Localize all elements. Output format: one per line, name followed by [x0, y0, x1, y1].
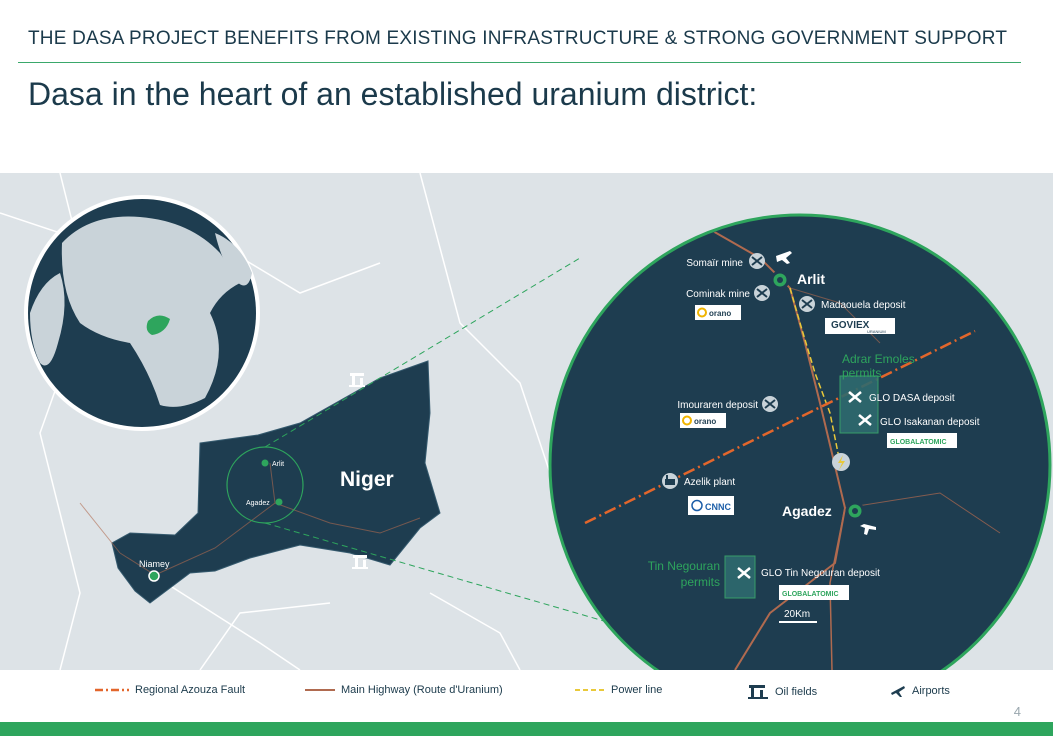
mine-icon-isakanan [858, 414, 872, 426]
legend: Regional Azouza Fault Main Highway (Rout… [0, 670, 1053, 720]
label-glo-tin: GLO Tin Negouran deposit [761, 568, 880, 579]
legend-airports-label: Airports [912, 685, 950, 697]
legend-fault: Regional Azouza Fault [95, 684, 245, 696]
airplane-icon [891, 686, 905, 697]
mine-icon-somair [749, 253, 765, 269]
agadez-city-dot-core [852, 508, 858, 514]
airport-icon-arlit [776, 251, 792, 264]
agadez-dot [275, 498, 283, 506]
label-imouraren: Imouraren deposit [677, 400, 758, 411]
label-agadez: Agadez [782, 503, 832, 519]
oil-field-icon [349, 373, 365, 387]
legend-oilfields: Oil fields [747, 684, 817, 700]
goviex-logo: GOVIEX URANIUM [825, 318, 895, 334]
label-arlit: Arlit [797, 271, 825, 287]
cnnc-logo: CNNC [688, 496, 734, 515]
legend-powerline-label: Power line [611, 684, 663, 696]
connector-top [264, 257, 581, 448]
mine-icon-madaouela [799, 296, 815, 312]
label-adrar-line1: Adrar Emoles [842, 352, 915, 366]
legend-highway: Main Highway (Route d'Uranium) [305, 684, 503, 696]
header-banner: THE DASA PROJECT BENEFITS FROM EXISTING … [28, 28, 1008, 49]
label-adrar-line2: permits [842, 366, 881, 380]
globalatomic-logo-1-text: GLOBALATOMIC [890, 439, 947, 446]
mine-icon-imouraren [762, 396, 778, 412]
label-madaouela: Madaouela deposit [821, 300, 906, 311]
globalatomic-logo-1: GLOBALATOMIC [887, 433, 957, 448]
globe-inset [24, 195, 260, 431]
legend-airports: Airports [890, 684, 950, 698]
label-azelik: Azelik plant [684, 477, 735, 488]
power-icon [832, 453, 850, 471]
niger-country-label: Niger [340, 468, 394, 491]
label-tin-line2: permits [681, 575, 720, 589]
legend-highway-label: Main Highway (Route d'Uranium) [341, 684, 503, 696]
goviex-logo-text: GOVIEX [831, 320, 870, 331]
niger-label-arlit: Arlit [272, 461, 284, 468]
label-somair: Somaïr mine [686, 258, 743, 269]
globalatomic-logo-2: GLOBALATOMIC [779, 585, 849, 600]
label-glo-isakanan: GLO Isakanan deposit [880, 417, 980, 428]
mine-icon-cominak [754, 285, 770, 301]
page-title: Dasa in the heart of an established uran… [28, 76, 758, 112]
oil-field-legend-icon [748, 685, 768, 699]
arlit-city-dot-core [777, 277, 783, 283]
oil-field-icon-2 [352, 555, 368, 569]
legend-powerline: Power line [575, 684, 662, 696]
niamey-dot [148, 570, 160, 582]
orano-logo-2: orano [680, 413, 726, 428]
mine-icon-dasa [848, 391, 862, 403]
highway-line-swatch [305, 689, 335, 691]
globalatomic-logo-2-text: GLOBALATOMIC [782, 591, 839, 598]
legend-fault-label: Regional Azouza Fault [135, 684, 246, 696]
orano-logo-1-text: orano [709, 309, 731, 318]
label-glo-dasa: GLO DASA deposit [869, 393, 955, 404]
airport-icon-agadez [860, 524, 876, 535]
scale-bar: 20Km [779, 609, 817, 623]
label-tin-line1: Tin Negouran [648, 559, 720, 573]
niger-roads [79, 462, 421, 576]
arlit-dot [261, 459, 269, 467]
niger-label-niamey: Niamey [139, 559, 170, 569]
mine-icon-tin-negouran [737, 567, 751, 579]
scale-bar-label: 20Km [784, 609, 810, 620]
niger-country-shape [111, 360, 441, 604]
powerline-line-swatch [575, 689, 605, 691]
footer-bar [0, 722, 1053, 736]
map-area: Arlit Agadez Niamey Niger [0, 173, 1053, 670]
map-canvas: Arlit Agadez Niamey Niger [0, 173, 1052, 670]
label-cominak: Cominak mine [686, 289, 750, 300]
cnnc-logo-text: CNNC [705, 502, 731, 512]
goviex-logo-sub: URANIUM [867, 329, 886, 334]
header-divider [18, 62, 1021, 63]
orano-logo-2-text: orano [694, 417, 716, 426]
orano-logo-1: orano [695, 305, 741, 320]
plant-icon-azelik [662, 473, 678, 489]
niger-label-agadez: Agadez [246, 500, 270, 507]
legend-oilfields-label: Oil fields [775, 686, 818, 698]
fault-line-swatch [95, 688, 129, 692]
page-number: 4 [1013, 704, 1021, 719]
